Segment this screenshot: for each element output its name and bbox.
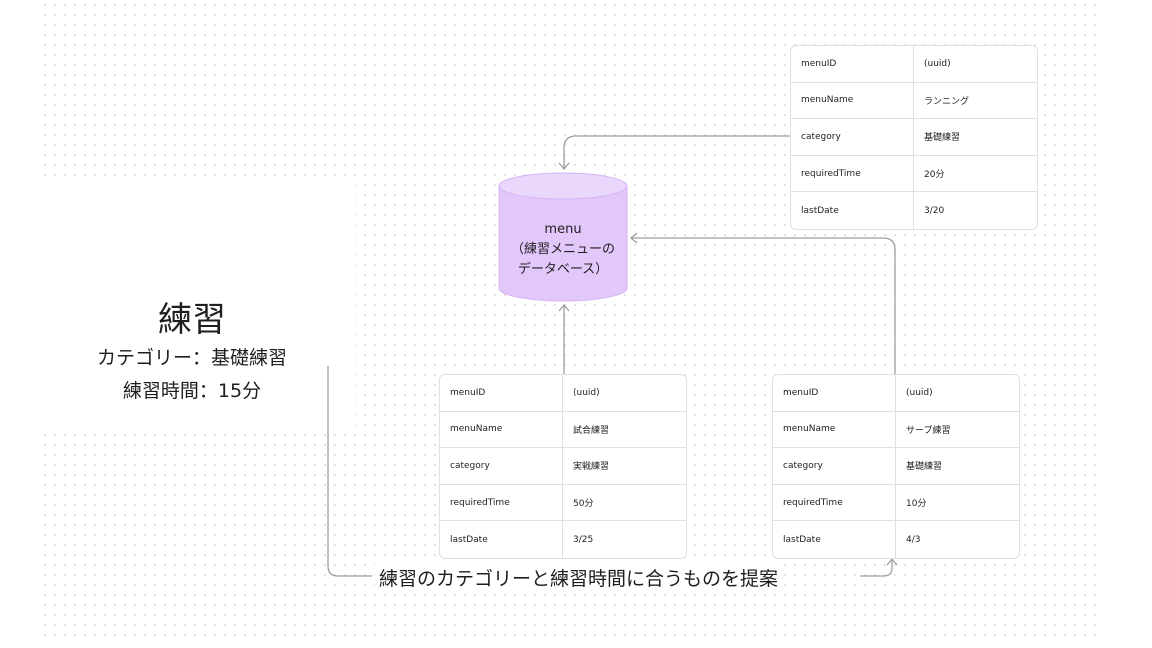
field-value: 3/25 — [573, 534, 594, 545]
field-key: category — [440, 448, 563, 484]
field-key: menuID — [440, 375, 563, 411]
field-key: requiredTime — [773, 484, 896, 521]
field-value: 10分 — [906, 499, 927, 510]
table-row: menuName サーブ練習 — [773, 411, 1019, 449]
menu-database — [498, 172, 628, 302]
menu-record-card-match: menuID (uuid) menuName 試合練習 category 実戦練習 r… — [439, 374, 687, 559]
arrowhead-middle — [558, 303, 570, 312]
table-row: menuID (uuid) — [791, 46, 1037, 83]
arrow-top-card-to-db — [563, 135, 790, 168]
table-row: lastDate 4/3 — [773, 521, 1019, 558]
field-key: lastDate — [440, 521, 563, 558]
field-value: 50分 — [573, 499, 594, 510]
field-key: lastDate — [773, 521, 896, 558]
table-row: category 基礎練習 — [791, 119, 1037, 156]
table-row: category 基礎練習 — [773, 448, 1019, 485]
field-value: 20分 — [924, 170, 945, 181]
table-row: menuID (uuid) — [773, 375, 1019, 412]
arrow-right-card-to-db — [632, 237, 896, 374]
practice-panel-bg — [40, 180, 355, 430]
suggestion-label: 練習のカテゴリーと練習時間に合うものを提案 — [375, 564, 783, 591]
database-desc-line1: （練習メニューの — [510, 242, 615, 257]
field-value: 3/20 — [924, 205, 945, 216]
table-row: requiredTime 50分 — [440, 484, 686, 522]
table-row: requiredTime 20分 — [791, 155, 1037, 193]
database-cylinder-icon — [498, 172, 628, 302]
field-key: lastDate — [791, 192, 914, 229]
table-row: lastDate 3/25 — [440, 521, 686, 558]
field-value: 4/3 — [906, 534, 921, 545]
field-value: 実戦練習 — [573, 462, 610, 473]
field-value: (uuid) — [906, 387, 933, 398]
field-key: menuName — [440, 411, 563, 448]
practice-title: 練習 — [158, 300, 226, 340]
database-name: menu — [544, 222, 582, 237]
field-key: category — [773, 448, 896, 484]
arrowhead-right — [629, 232, 638, 244]
suggestion-line-left — [327, 366, 372, 577]
table-row: requiredTime 10分 — [773, 484, 1019, 522]
field-key: requiredTime — [791, 155, 914, 192]
field-value: 基礎練習 — [924, 133, 961, 144]
table-row: menuName 試合練習 — [440, 411, 686, 449]
database-label: menu （練習メニューの データベース） — [498, 220, 628, 280]
field-key: menuID — [791, 46, 914, 82]
field-key: category — [791, 119, 914, 155]
table-row: lastDate 3/20 — [791, 192, 1037, 229]
field-value: 試合練習 — [573, 425, 610, 436]
field-key: menuName — [791, 82, 914, 119]
field-value: 基礎練習 — [906, 462, 943, 473]
suggestion-line-right — [860, 560, 893, 577]
table-row: menuName ランニング — [791, 82, 1037, 120]
arrowhead-suggestion — [886, 557, 898, 566]
table-row: menuID (uuid) — [440, 375, 686, 412]
field-key: menuName — [773, 411, 896, 448]
database-desc-line2: データベース） — [517, 262, 609, 277]
practice-category: カテゴリー：基礎練習 — [96, 347, 287, 369]
field-value: サーブ練習 — [906, 425, 951, 436]
field-key: menuID — [773, 375, 896, 411]
table-row: category 実戦練習 — [440, 448, 686, 485]
field-value: (uuid) — [924, 58, 951, 69]
field-value: (uuid) — [573, 387, 600, 398]
practice-time: 練習時間：15分 — [122, 380, 262, 402]
arrowhead-top — [558, 162, 570, 171]
field-value: ランニング — [924, 96, 970, 107]
field-key: requiredTime — [440, 484, 563, 521]
